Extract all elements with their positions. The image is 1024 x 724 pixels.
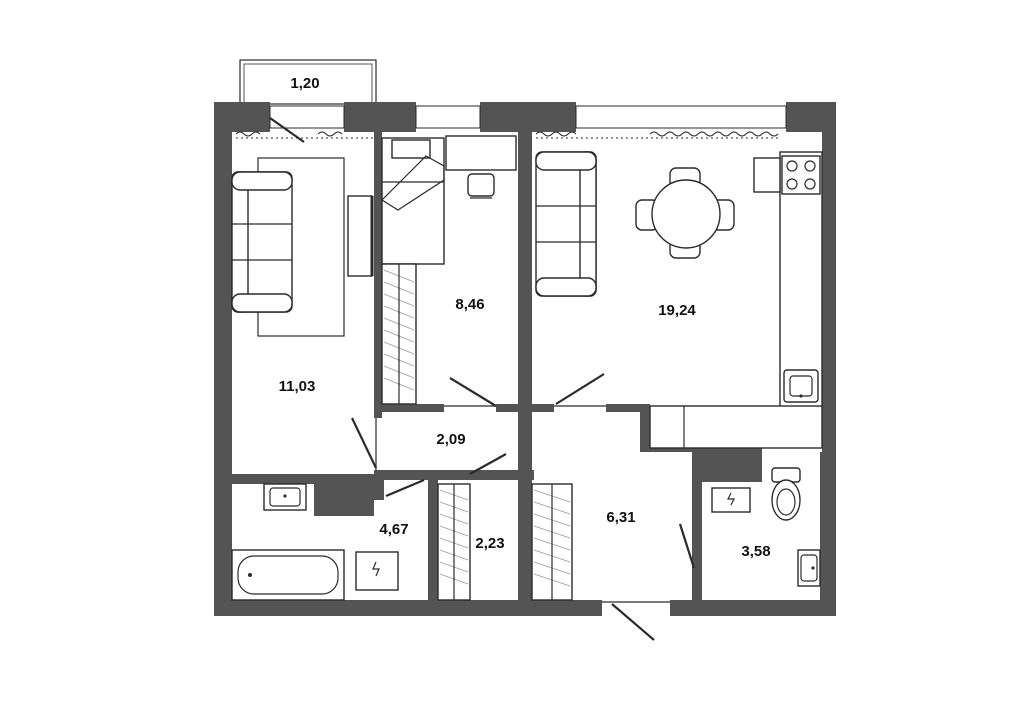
room-area-entrance: 6,31 (606, 509, 635, 526)
hall-door (469, 453, 507, 475)
entrance (531, 483, 696, 641)
living-room (231, 157, 377, 470)
hall (469, 453, 507, 475)
chair-icon (467, 173, 495, 199)
tv-stand (347, 195, 373, 277)
bedroom-door (449, 377, 497, 407)
washing-machine-icon (355, 551, 399, 591)
washbasin-icon (263, 483, 307, 511)
washbasin-icon (797, 549, 821, 587)
walls (214, 102, 836, 616)
entrance-door (611, 603, 655, 641)
kitchen-sink-icon (783, 369, 819, 403)
kitchen-living (535, 151, 823, 449)
bedroom (381, 135, 517, 407)
room-area-balcony: 1,20 (290, 75, 319, 92)
room-area-kitchen-living: 19,24 (658, 302, 696, 319)
balcony-door (269, 117, 305, 143)
bathroom (231, 478, 425, 601)
room-area-bedroom: 8,46 (455, 296, 484, 313)
toilet-door (678, 523, 696, 569)
washing-machine-icon (711, 487, 751, 513)
stove-icon (781, 155, 821, 195)
bathroom-door (385, 478, 425, 498)
bathtub-icon (231, 549, 345, 601)
room-area-hall: 2,09 (436, 431, 465, 448)
toilet-room (711, 467, 821, 587)
toilet-icon (771, 467, 801, 521)
sofa-icon (535, 151, 597, 297)
bed-icon (381, 137, 445, 265)
dining-table-icon (635, 167, 735, 259)
wardrobe-icon (381, 263, 417, 405)
room-area-toilet: 3,58 (741, 543, 770, 560)
balcony (239, 59, 377, 105)
room-area-bathroom: 4,67 (379, 521, 408, 538)
cabinet (649, 405, 823, 449)
sofa-icon (231, 171, 293, 313)
room-area-living-room: 11,03 (279, 378, 316, 395)
closet (437, 483, 471, 601)
wardrobe-icon (437, 483, 471, 601)
desk-icon (445, 135, 517, 171)
living-door (351, 417, 377, 469)
kitchen-door (555, 373, 605, 405)
room-area-closet: 2,23 (475, 535, 504, 552)
curtains (235, 131, 780, 139)
wardrobe-icon (531, 483, 573, 601)
fridge-icon (753, 157, 781, 193)
